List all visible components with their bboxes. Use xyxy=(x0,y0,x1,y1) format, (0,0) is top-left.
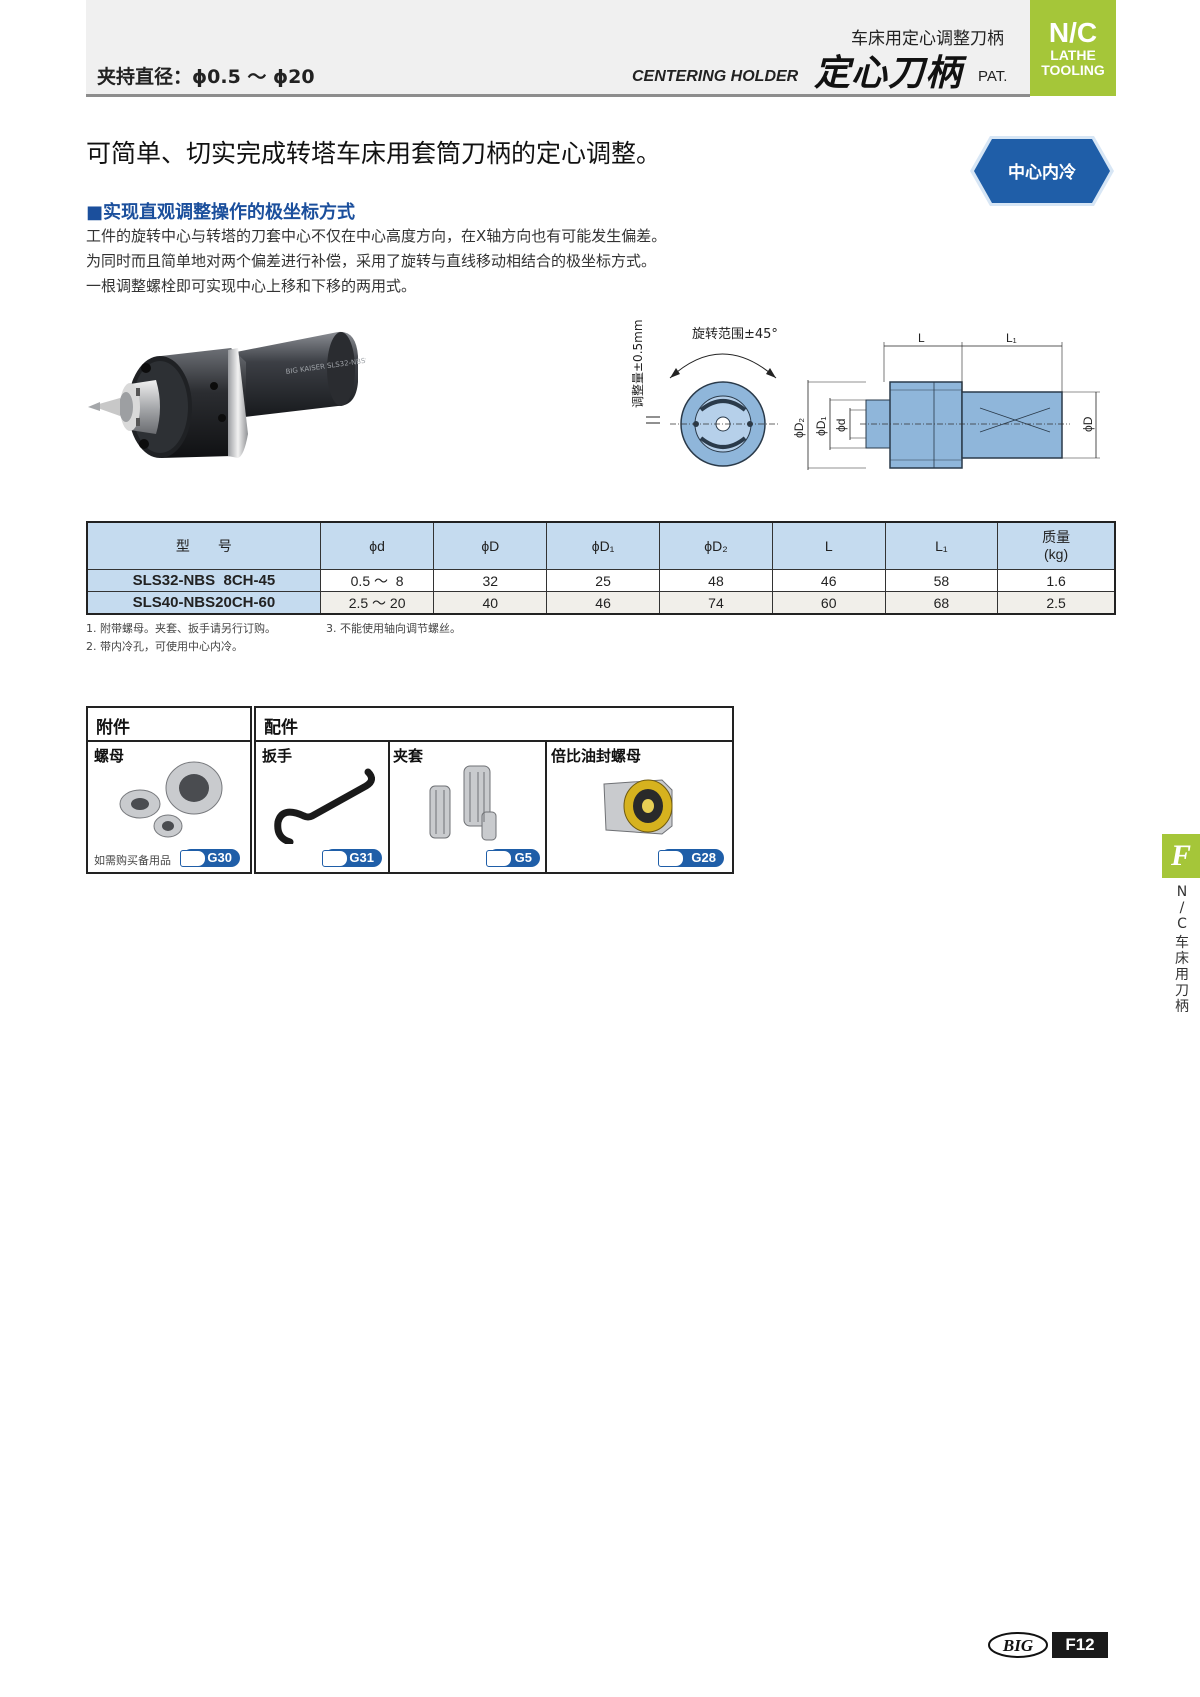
dim-D1: ϕD₁ xyxy=(814,417,828,436)
side-char: C xyxy=(1177,916,1187,932)
side-char: 柄 xyxy=(1175,999,1189,1015)
seal-nut-image xyxy=(603,779,673,835)
header-rule xyxy=(86,94,1030,97)
side-char: / xyxy=(1179,900,1185,916)
ref-g31-label: G31 xyxy=(349,850,374,865)
nut-image xyxy=(119,761,223,838)
dim-d: ϕd xyxy=(834,419,848,432)
ref-g28-label: G28 xyxy=(691,850,716,865)
cell-d: 2.5 ～ 20 xyxy=(319,591,435,615)
desc-line-3: 一根调整螺栓即可实现中心上移和下移的两用式。 xyxy=(86,277,417,295)
desc-line-2: 为同时而且简单地对两个偏差进行补偿，采用了旋转与直线移动相结合的极坐标方式。 xyxy=(86,252,657,270)
cell-D: 32 xyxy=(433,569,548,592)
dim-L: L xyxy=(918,331,925,345)
title-en: CENTERING HOLDER xyxy=(632,68,799,85)
cell-L1: 58 xyxy=(884,569,999,592)
side-char: N xyxy=(1176,884,1188,900)
parts-divider xyxy=(256,740,732,742)
cell-L: 46 xyxy=(771,569,886,592)
desc-line-1: 工件的旋转中心与转塔的刀套中心不仅在中心高度方向，在X轴方向也有可能发生偏差。 xyxy=(86,227,667,245)
ref-g30-label: G30 xyxy=(207,850,232,865)
table-row: SLS40-NBS20CH-60 2.5 ～ 20 40 46 74 60 68… xyxy=(86,591,1116,615)
cell-D2: 48 xyxy=(659,569,773,592)
cell-mass: 1.6 xyxy=(997,569,1116,592)
dim-L1: L₁ xyxy=(1006,331,1017,345)
page-number: F12 xyxy=(1052,1632,1108,1658)
side-char: 床 xyxy=(1175,951,1189,967)
ref-g5-label: G5 xyxy=(514,850,532,865)
pointing-hand-icon xyxy=(658,850,684,867)
col-D1: ϕD₁ xyxy=(546,521,661,570)
subtitle-cn: 车床用定心调整刀柄 xyxy=(851,29,1004,49)
dimension-diagram: 调整量±0.5mm 旋转范围±45° ϕD₂ ϕD₁ ϕd L L₁ ϕD xyxy=(630,320,1100,470)
col-mass: 质量 (kg) xyxy=(997,521,1116,570)
pointing-hand-icon xyxy=(322,850,348,867)
col-D: ϕD xyxy=(433,521,548,570)
collet-image xyxy=(429,765,497,841)
wrench-image xyxy=(274,768,375,844)
note-1: 1. 附带螺母。夹套、扳手请另行订购。 xyxy=(86,622,276,635)
included-title: 附件 xyxy=(96,718,130,738)
table-header-row: 型 号 ϕd ϕD ϕD₁ ϕD₂ L L₁ 质量 (kg) xyxy=(86,521,1116,570)
cell-d: 0.5 ～ 8 xyxy=(319,569,435,592)
dim-D2: ϕD₂ xyxy=(792,418,806,438)
ref-g30[interactable]: G30 xyxy=(180,849,240,867)
ref-g31[interactable]: G31 xyxy=(322,849,382,867)
cell-L1: 68 xyxy=(884,591,999,615)
title-cn: 定心刀柄 xyxy=(814,53,963,94)
patent-mark: PAT. xyxy=(978,68,1008,85)
ref-g5[interactable]: G5 xyxy=(486,849,540,867)
part-label-seal-nut: 倍比油封螺母 xyxy=(551,747,642,765)
ref-g28[interactable]: G28 xyxy=(658,849,724,867)
coolant-badge-label: 中心内冷 xyxy=(1008,162,1076,183)
cell-mass: 2.5 xyxy=(997,591,1116,615)
col-L1: L₁ xyxy=(884,521,999,570)
side-char: 车 xyxy=(1175,935,1189,951)
dim-D: ϕD xyxy=(1081,416,1095,432)
headline: 可简单、切实完成转塔车床用套筒刀柄的定心调整。 xyxy=(86,139,662,168)
rotation-label: 旋转范围±45° xyxy=(692,327,778,342)
table-row: SLS32-NBS 8CH-45 0.5 ～ 8 32 25 48 46 58 … xyxy=(86,569,1116,592)
cell-model: SLS32-NBS 8CH-45 xyxy=(86,569,321,592)
parts-col-divider-2 xyxy=(545,742,547,872)
badge-nc: N/C xyxy=(1048,17,1098,48)
pointing-hand-icon xyxy=(180,850,206,867)
col-L: L xyxy=(771,521,886,570)
parts-col-divider-1 xyxy=(388,742,390,872)
note-2: 2. 带内冷孔，可使用中心内冷。 xyxy=(86,640,243,653)
parts-title: 配件 xyxy=(264,718,298,738)
section-title: ■实现直观调整操作的极坐标方式 xyxy=(86,202,356,223)
cell-D1: 46 xyxy=(546,591,661,615)
adjust-label: 调整量±0.5mm xyxy=(630,320,645,408)
cell-D: 40 xyxy=(433,591,548,615)
part-label-wrench: 扳手 xyxy=(262,747,293,765)
header-band xyxy=(86,0,1030,96)
section-tab-f[interactable]: F xyxy=(1162,834,1200,878)
badge-lathe: LATHE xyxy=(1050,47,1096,63)
product-photo: BIG KAISER SLS32-NBS8CH xyxy=(88,331,366,458)
big-logo-text: BIG xyxy=(1002,1636,1034,1655)
badge-tooling: TOOLING xyxy=(1041,62,1105,78)
included-label-nut: 螺母 xyxy=(94,747,125,765)
spec-table: 型 号 ϕd ϕD ϕD₁ ϕD₂ L L₁ 质量 (kg) SLS32-NBS… xyxy=(86,521,1116,615)
pointing-hand-icon xyxy=(486,850,512,867)
big-logo: BIG xyxy=(988,1632,1048,1658)
cell-D2: 74 xyxy=(659,591,773,615)
col-d: ϕd xyxy=(319,521,435,570)
side-char: 刀 xyxy=(1175,983,1189,999)
col-model: 型 号 xyxy=(86,521,321,570)
coolant-badge: 中心内冷 xyxy=(970,136,1114,206)
cell-model: SLS40-NBS20CH-60 xyxy=(86,591,321,615)
nc-lathe-badge: N/C LATHE TOOLING xyxy=(1030,0,1116,96)
cell-L: 60 xyxy=(771,591,886,615)
side-char: 用 xyxy=(1175,967,1189,983)
col-D2: ϕD₂ xyxy=(659,521,773,570)
note-3: 3. 不能使用轴向调节螺丝。 xyxy=(326,622,461,635)
part-label-collet: 夹套 xyxy=(393,747,424,765)
cell-D1: 25 xyxy=(546,569,661,592)
clamp-range: 夹持直径：ϕ0.5 ～ ϕ20 xyxy=(97,66,315,88)
included-divider xyxy=(88,740,250,742)
included-note: 如需购买备用品 xyxy=(94,854,171,867)
